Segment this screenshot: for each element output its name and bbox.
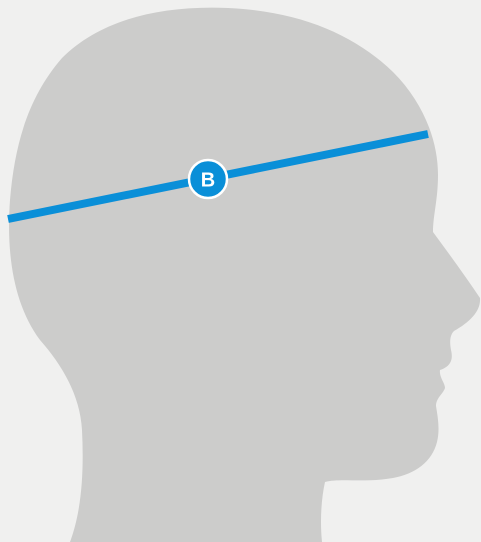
head-silhouette — [9, 8, 480, 542]
measurement-marker: B — [189, 160, 227, 198]
marker-label: B — [201, 170, 215, 192]
